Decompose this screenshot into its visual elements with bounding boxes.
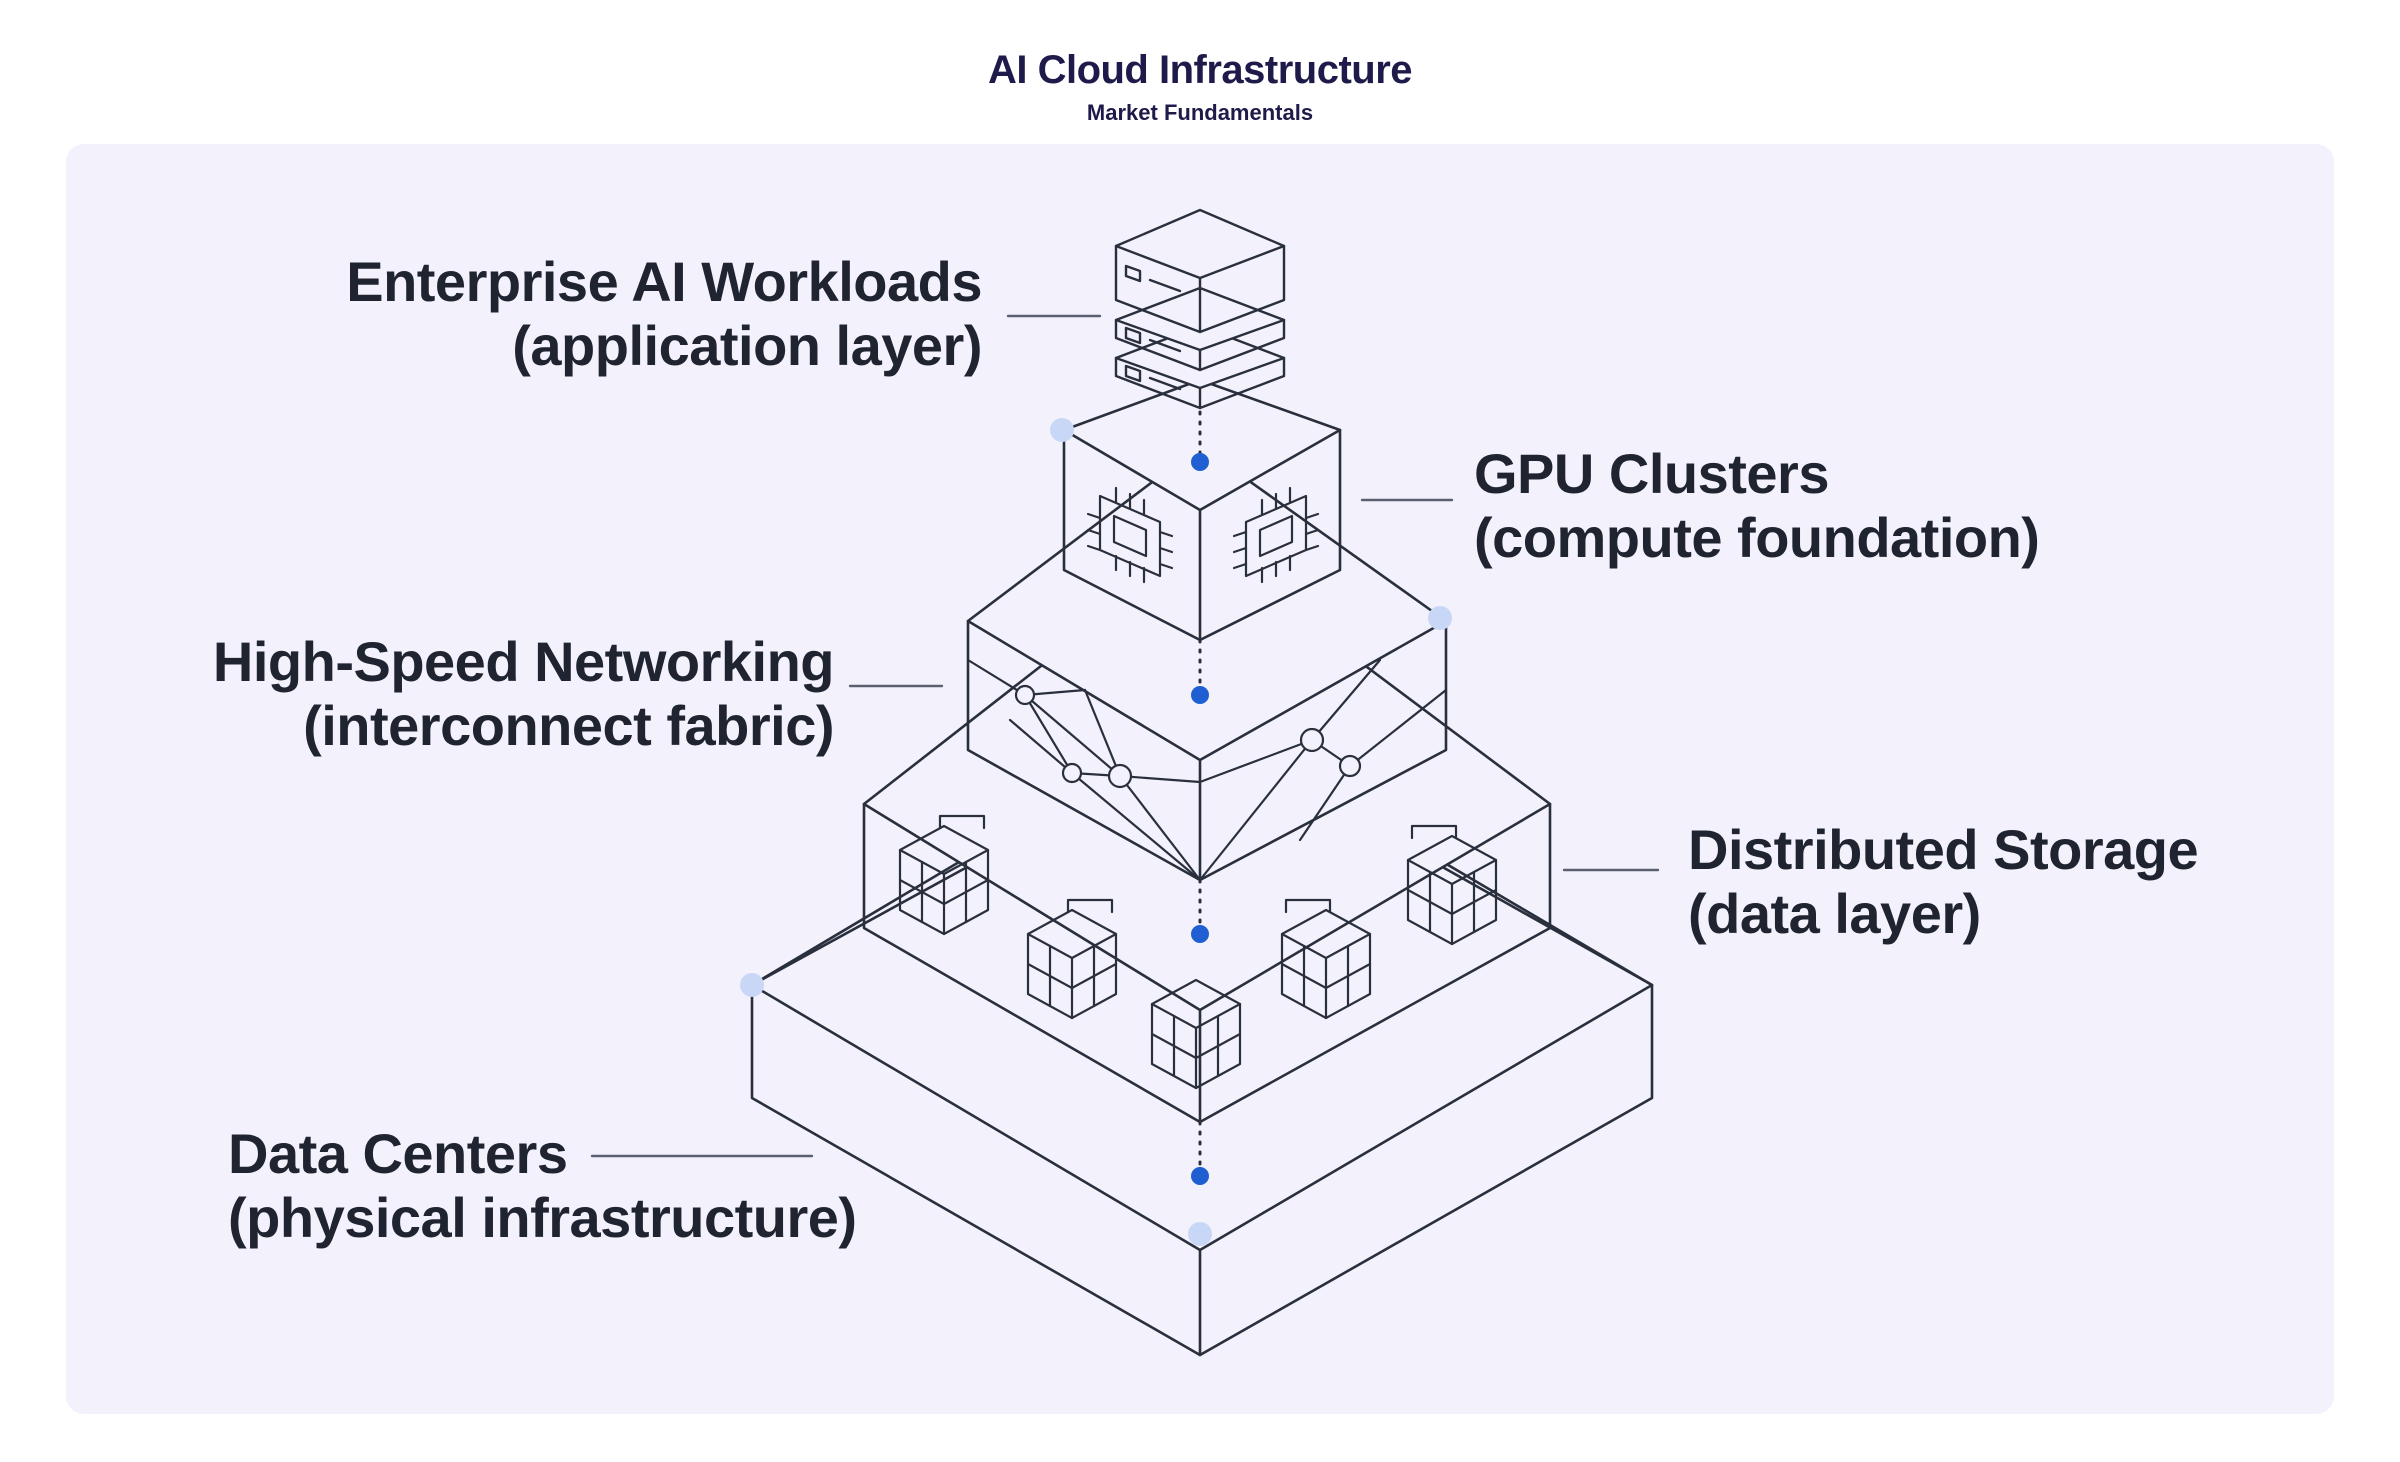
layer-desc: (compute foundation) (1474, 506, 2040, 569)
layer-name: Data Centers (228, 1122, 568, 1185)
gpu-tier (1062, 378, 1342, 642)
label-distributed-storage: Distributed Storage (data layer) (1688, 818, 2199, 946)
label-data-centers: Data Centers (physical infrastructure) (228, 1122, 857, 1250)
layer-node-dots (1191, 453, 1209, 1185)
corner-accent-dots (740, 418, 1452, 1246)
layer-desc: (application layer) (512, 314, 982, 377)
label-gpu-clusters: GPU Clusters (compute foundation) (1474, 442, 2040, 570)
label-enterprise-ai-workloads: Enterprise AI Workloads (application lay… (346, 250, 982, 378)
layer-name: Enterprise AI Workloads (346, 250, 982, 313)
layer-desc: (interconnect fabric) (303, 694, 834, 757)
server-stack-icon (1114, 208, 1286, 410)
layer-name: GPU Clusters (1474, 442, 1830, 505)
layer-name: High-Speed Networking (212, 630, 835, 693)
page-subtitle: Market Fundamentals (1086, 100, 1314, 125)
cpu-chip-icon (1086, 486, 1320, 584)
page-title: AI Cloud Infrastructure (987, 48, 1413, 92)
label-high-speed-networking: High-Speed Networking (interconnect fabr… (212, 630, 835, 758)
label-leader-lines (590, 314, 1660, 1158)
layer-desc: (physical infrastructure) (228, 1186, 857, 1249)
network-nodes-icon (966, 658, 1448, 882)
layer-desc: (data layer) (1688, 882, 1981, 945)
layer-name: Distributed Storage (1688, 818, 2199, 881)
storage-cubes-icon (898, 814, 1498, 1090)
